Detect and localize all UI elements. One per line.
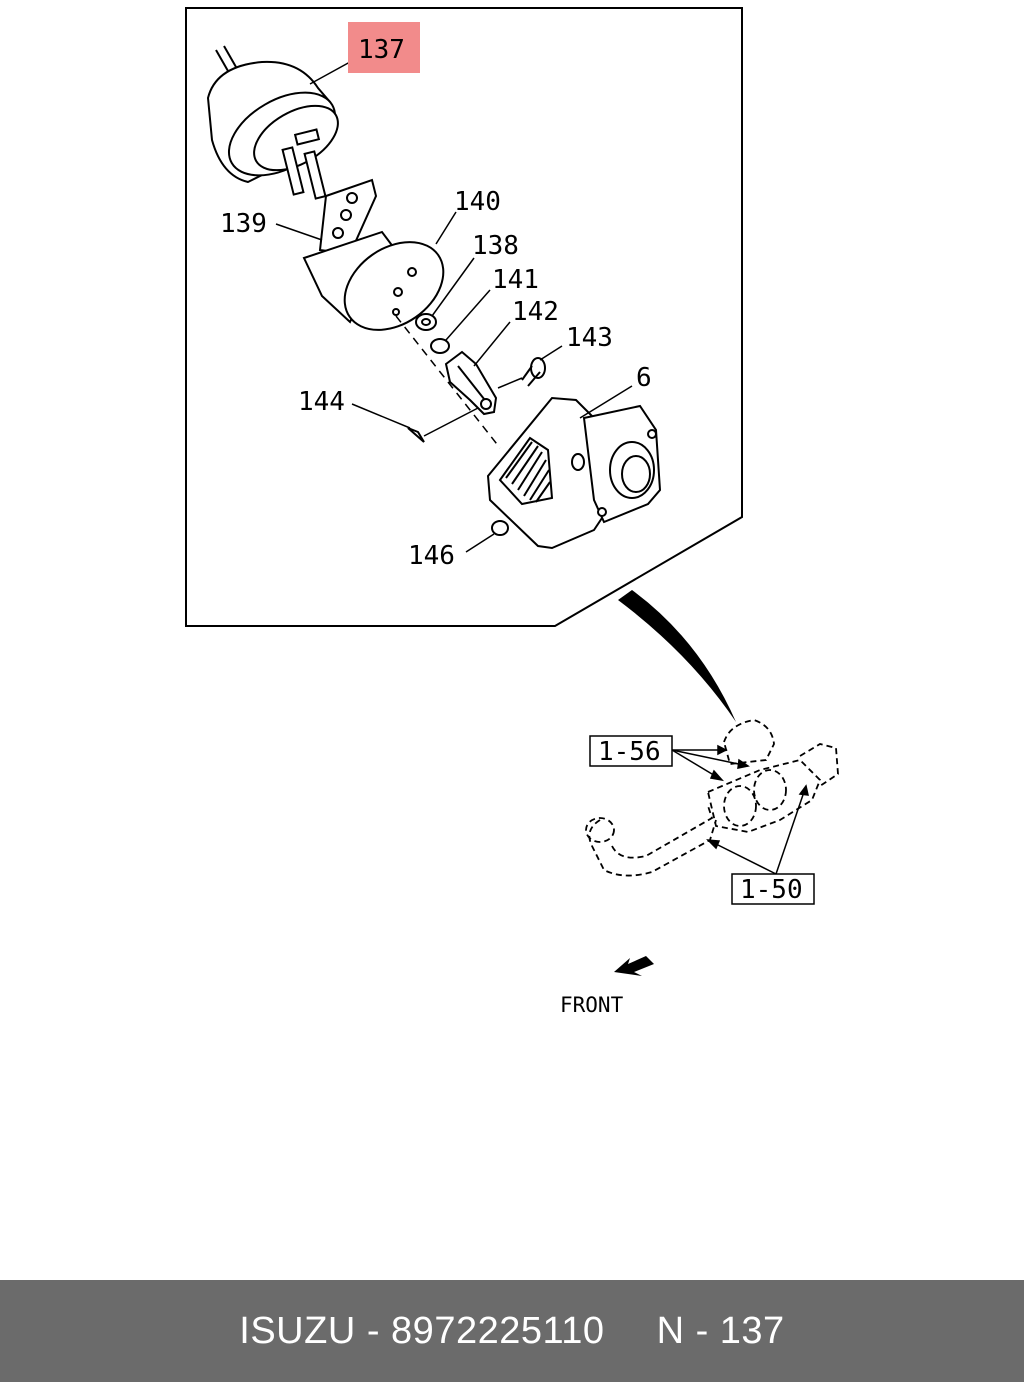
ref-1-56-leaders (671, 744, 750, 782)
ref-1-56: 1-56 (598, 737, 661, 767)
lever-part-142 (444, 350, 498, 416)
ref-1-50-leaders (706, 784, 809, 875)
screw-part-143 (521, 357, 546, 387)
callout-139: 139 (220, 209, 267, 239)
part-number: ISUZU - 8972225110 (239, 1309, 605, 1352)
exploded-parts-diagram: 137 139 140 138 141 142 143 6 144 146 1-… (185, 7, 839, 1017)
detail-pointer (618, 590, 736, 722)
callout-6: 6 (636, 363, 652, 393)
callout-142: 142 (512, 297, 559, 327)
callout-138: 138 (472, 231, 519, 261)
front-label: FRONT (560, 993, 624, 1017)
callout-leaders (275, 61, 633, 553)
position-number: N - 137 (656, 1309, 785, 1352)
callout-144: 144 (298, 387, 345, 417)
callout-141: 141 (492, 265, 539, 295)
nut-part-146 (491, 520, 509, 536)
highlight-box-137 (348, 22, 420, 73)
nut-part-138 (415, 313, 437, 331)
engine-subassembly (585, 719, 839, 877)
washer-part-141 (430, 338, 450, 354)
gasket-part-139 (318, 178, 378, 256)
actuator-part-137 (206, 45, 339, 200)
pin-axis-line (423, 407, 479, 437)
front-arrow-icon (614, 956, 654, 976)
callout-146: 146 (408, 541, 455, 571)
bracket-part-140 (302, 230, 445, 331)
callout-140: 140 (454, 187, 501, 217)
part-info-footer: ISUZU - 8972225110 N - 137 (0, 1280, 1024, 1382)
ref-1-50: 1-50 (740, 875, 803, 905)
callout-137: 137 (358, 35, 405, 65)
pin-part-144 (407, 427, 425, 443)
ref-box-1-56 (589, 735, 673, 767)
throttle-body-part-6 (486, 396, 662, 550)
callout-143: 143 (566, 323, 613, 353)
screw-axis-line (497, 377, 523, 389)
ref-box-1-50 (731, 873, 815, 905)
detail-frame (185, 7, 743, 627)
alignment-line (395, 315, 501, 449)
